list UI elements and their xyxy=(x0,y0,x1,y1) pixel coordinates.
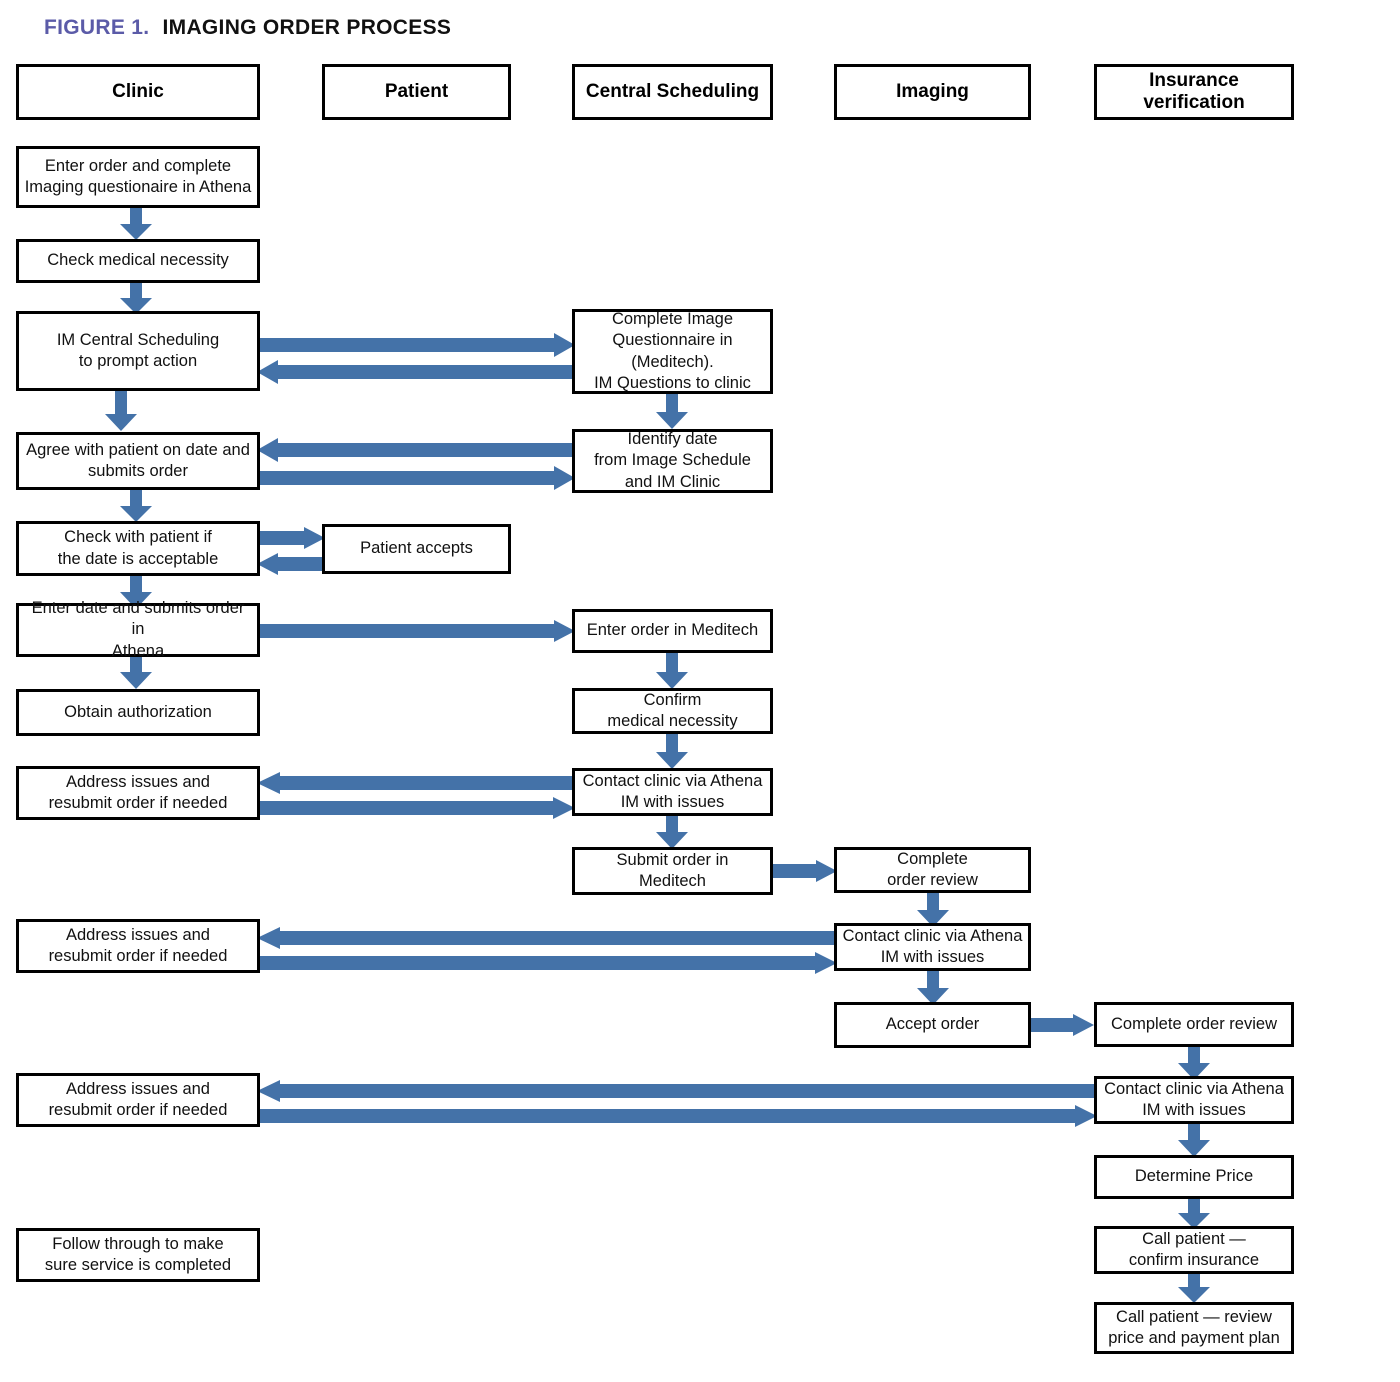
node-v3[interactable]: Determine Price xyxy=(1094,1155,1294,1199)
node-c9-label: Address issues and resubmit order if nee… xyxy=(48,925,228,965)
node-v1[interactable]: Complete order review xyxy=(1094,1002,1294,1047)
node-i3-label: Accept order xyxy=(885,1015,980,1034)
node-c10[interactable]: Address issues and resubmit order if nee… xyxy=(16,1073,260,1127)
arrow-down-v2-v3 xyxy=(1176,1120,1212,1158)
figure-title-text: IMAGING ORDER PROCESS xyxy=(162,16,452,39)
arrow-down-c5-c6 xyxy=(118,570,154,610)
node-s6[interactable]: Submit order in Meditech xyxy=(572,847,773,895)
arrow-down-i1-i2 xyxy=(915,890,951,928)
arrow-left-p1-c5 xyxy=(256,553,324,575)
arrow-down-i2-i3 xyxy=(915,968,951,1006)
node-s5-label: Contact clinic via Athena IM with issues xyxy=(582,771,763,811)
arrow-down-s5-s6 xyxy=(654,812,690,850)
arrow-down-s3-s4 xyxy=(654,652,690,690)
node-c4[interactable]: Agree with patient on date and submits o… xyxy=(16,432,260,490)
node-c11[interactable]: Follow through to make sure service is c… xyxy=(16,1228,260,1282)
lane-header-central-scheduling: Central Scheduling xyxy=(572,64,773,120)
arrow-left-s2-c4 xyxy=(256,438,574,462)
arrow-right-c3-s1 xyxy=(258,333,576,357)
lane-header-clinic: Clinic xyxy=(16,64,260,120)
node-s1[interactable]: Complete Image Questionnaire in (Meditec… xyxy=(572,309,773,394)
lane-header-insurance-verification-label: Insurance verification xyxy=(1143,70,1245,113)
node-v2[interactable]: Contact clinic via Athena IM with issues xyxy=(1094,1076,1294,1124)
node-v1-label: Complete order review xyxy=(1111,1014,1277,1033)
figure-label: FIGURE 1. xyxy=(44,16,150,39)
node-i1-label: Complete order review xyxy=(887,849,978,889)
lane-header-imaging-label: Imaging xyxy=(896,81,969,103)
arrow-down-c6-c7 xyxy=(118,652,154,690)
node-c5-label: Check with patient if the date is accept… xyxy=(57,528,219,568)
lane-header-central-scheduling-label: Central Scheduling xyxy=(585,81,760,103)
node-s2-label: Identify date from Image Schedule and IM… xyxy=(594,430,751,491)
node-v5[interactable]: Call patient — review price and payment … xyxy=(1094,1302,1294,1354)
page-title: FIGURE 1. IMAGING ORDER PROCESS xyxy=(44,16,451,40)
arrow-left-v2-c10 xyxy=(256,1080,1098,1102)
arrow-right-i3-v1 xyxy=(1031,1014,1095,1036)
node-c8[interactable]: Address issues and resubmit order if nee… xyxy=(16,766,260,820)
arrow-right-c5-p1 xyxy=(258,527,326,549)
arrow-down-s1-s2 xyxy=(654,392,690,430)
arrow-down-s4-s5 xyxy=(654,732,690,770)
node-c7[interactable]: Obtain authorization xyxy=(16,689,260,736)
arrow-down-c2-c3 xyxy=(118,280,154,316)
node-v4[interactable]: Call patient — confirm insurance xyxy=(1094,1226,1294,1274)
node-v4-label: Call patient — confirm insurance xyxy=(1128,1229,1260,1269)
node-c7-label: Obtain authorization xyxy=(64,702,212,721)
arrow-right-c9-i2 xyxy=(258,952,838,974)
node-c9[interactable]: Address issues and resubmit order if nee… xyxy=(16,919,260,973)
node-s3[interactable]: Enter order in Meditech xyxy=(572,609,773,653)
arrow-right-c6-s3 xyxy=(258,620,576,642)
node-c1[interactable]: Enter order and complete Imaging questio… xyxy=(16,146,260,208)
node-c1-label: Enter order and complete Imaging questio… xyxy=(24,156,252,196)
arrow-down-c4-c5 xyxy=(118,488,154,524)
node-s2[interactable]: Identify date from Image Schedule and IM… xyxy=(572,429,773,493)
node-p1[interactable]: Patient accepts xyxy=(322,524,511,574)
arrow-down-v4-v5 xyxy=(1176,1270,1212,1304)
arrow-right-c10-v2 xyxy=(258,1105,1098,1127)
arrow-right-c8-s5 xyxy=(258,797,576,819)
arrow-left-i2-c9 xyxy=(256,927,838,949)
lane-header-clinic-label: Clinic xyxy=(112,81,164,103)
node-s3-label: Enter order in Meditech xyxy=(586,621,759,640)
node-s1-label: Complete Image Questionnaire in (Meditec… xyxy=(594,310,751,392)
lane-header-imaging: Imaging xyxy=(834,64,1031,120)
node-c4-label: Agree with patient on date and submits o… xyxy=(26,440,250,480)
node-i3[interactable]: Accept order xyxy=(834,1002,1031,1048)
node-v5-label: Call patient — review price and payment … xyxy=(1108,1307,1280,1347)
node-i2-label: Contact clinic via Athena IM with issues xyxy=(842,926,1023,966)
node-p1-label: Patient accepts xyxy=(360,539,473,558)
node-c2-label: Check medical necessity xyxy=(47,251,229,270)
node-c6-label: Enter date and submits order in Athena xyxy=(31,599,245,660)
node-s4-label: Confirm medical necessity xyxy=(607,690,738,730)
node-c2[interactable]: Check medical necessity xyxy=(16,239,260,283)
node-s4[interactable]: Confirm medical necessity xyxy=(572,688,773,734)
node-c5[interactable]: Check with patient if the date is accept… xyxy=(16,521,260,576)
node-c11-label: Follow through to make sure service is c… xyxy=(44,1234,232,1274)
arrow-right-s6-i1 xyxy=(772,860,838,882)
node-v3-label: Determine Price xyxy=(1134,1167,1254,1186)
arrow-left-s1-c3 xyxy=(256,360,574,384)
node-c8-label: Address issues and resubmit order if nee… xyxy=(48,772,228,812)
arrow-left-s5-c8 xyxy=(256,772,576,794)
node-i2[interactable]: Contact clinic via Athena IM with issues xyxy=(834,923,1031,971)
node-c6[interactable]: Enter date and submits order in Athena xyxy=(16,599,260,660)
lane-header-insurance-verification: Insurance verification xyxy=(1094,64,1294,120)
node-c3[interactable]: IM Central Scheduling to prompt action xyxy=(16,311,260,391)
arrow-down-c3-c4 xyxy=(103,390,139,432)
arrow-down-c1-c2 xyxy=(118,206,154,242)
node-c10-label: Address issues and resubmit order if nee… xyxy=(48,1079,228,1119)
node-s6-label: Submit order in Meditech xyxy=(616,850,729,890)
node-c3-label: IM Central Scheduling to prompt action xyxy=(56,330,220,370)
arrow-down-v1-v2 xyxy=(1176,1043,1212,1081)
arrow-right-c4-s2 xyxy=(258,466,576,490)
lane-header-patient-label: Patient xyxy=(384,81,449,103)
lane-header-patient: Patient xyxy=(322,64,511,120)
node-s5[interactable]: Contact clinic via Athena IM with issues xyxy=(572,768,773,816)
node-v2-label: Contact clinic via Athena IM with issues xyxy=(1104,1079,1284,1119)
node-i1[interactable]: Complete order review xyxy=(834,847,1031,893)
arrow-down-v3-v4 xyxy=(1176,1196,1212,1230)
